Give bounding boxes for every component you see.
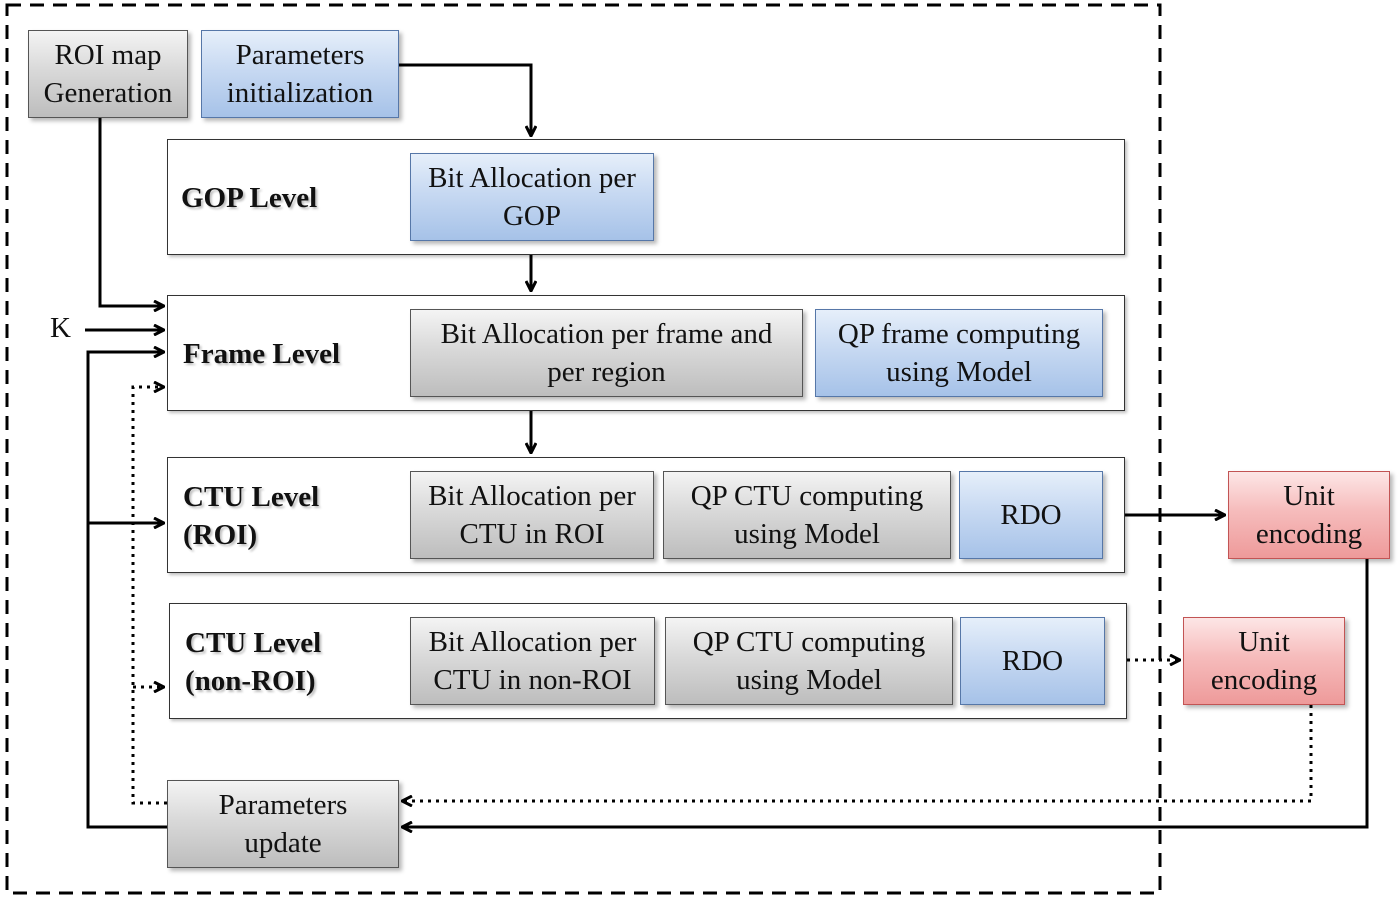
frame-level-label: Frame Level	[183, 338, 341, 370]
ctu-roi-qp-computing-box: QP CTU computing using Model	[663, 471, 951, 559]
unit-encoding-nonroi-box: Unit encoding	[1183, 617, 1345, 705]
gop-bit-allocation-box: Bit Allocation per GOP	[410, 153, 654, 241]
ctu-nonroi-qp-computing-box: QP CTU computing using Model	[665, 617, 953, 705]
arrow-unit-encoding-to-update	[403, 559, 1369, 827]
arrow-roimap-to-frame	[98, 118, 163, 306]
frame-qp-computing-box: QP frame computing using Model	[815, 309, 1103, 397]
ctu-roi-level-label: CTU Level (ROI)	[183, 481, 320, 551]
ctu-roi-bit-allocation-box: Bit Allocation per CTU in ROI	[410, 471, 654, 559]
encoder-boundary	[5, 3, 1162, 895]
ctu-nonroi-level-label: CTU Level (non-ROI)	[185, 627, 322, 697]
ctu-roi-rdo-box: RDO	[959, 471, 1103, 559]
parameters-initialization-box: Parameters initialization	[201, 30, 399, 118]
arrow-unit-encoding-nonroi-to-update	[403, 705, 1313, 801]
arrow-init-to-gop	[399, 63, 531, 135]
roi-map-generation-box: ROI map Generation	[28, 30, 188, 118]
feedback-solid-line	[86, 352, 167, 829]
feedback-dotted-line	[131, 387, 167, 805]
k-input-label: K	[50, 312, 71, 344]
parameters-update-box: Parameters update	[167, 780, 399, 868]
frame-bit-allocation-box: Bit Allocation per frame and per region	[410, 309, 803, 397]
ctu-nonroi-rdo-box: RDO	[960, 617, 1105, 705]
unit-encoding-roi-box: Unit encoding	[1228, 471, 1390, 559]
gop-level-label: GOP Level	[181, 182, 318, 214]
ctu-nonroi-bit-allocation-box: Bit Allocation per CTU in non-ROI	[410, 617, 655, 705]
